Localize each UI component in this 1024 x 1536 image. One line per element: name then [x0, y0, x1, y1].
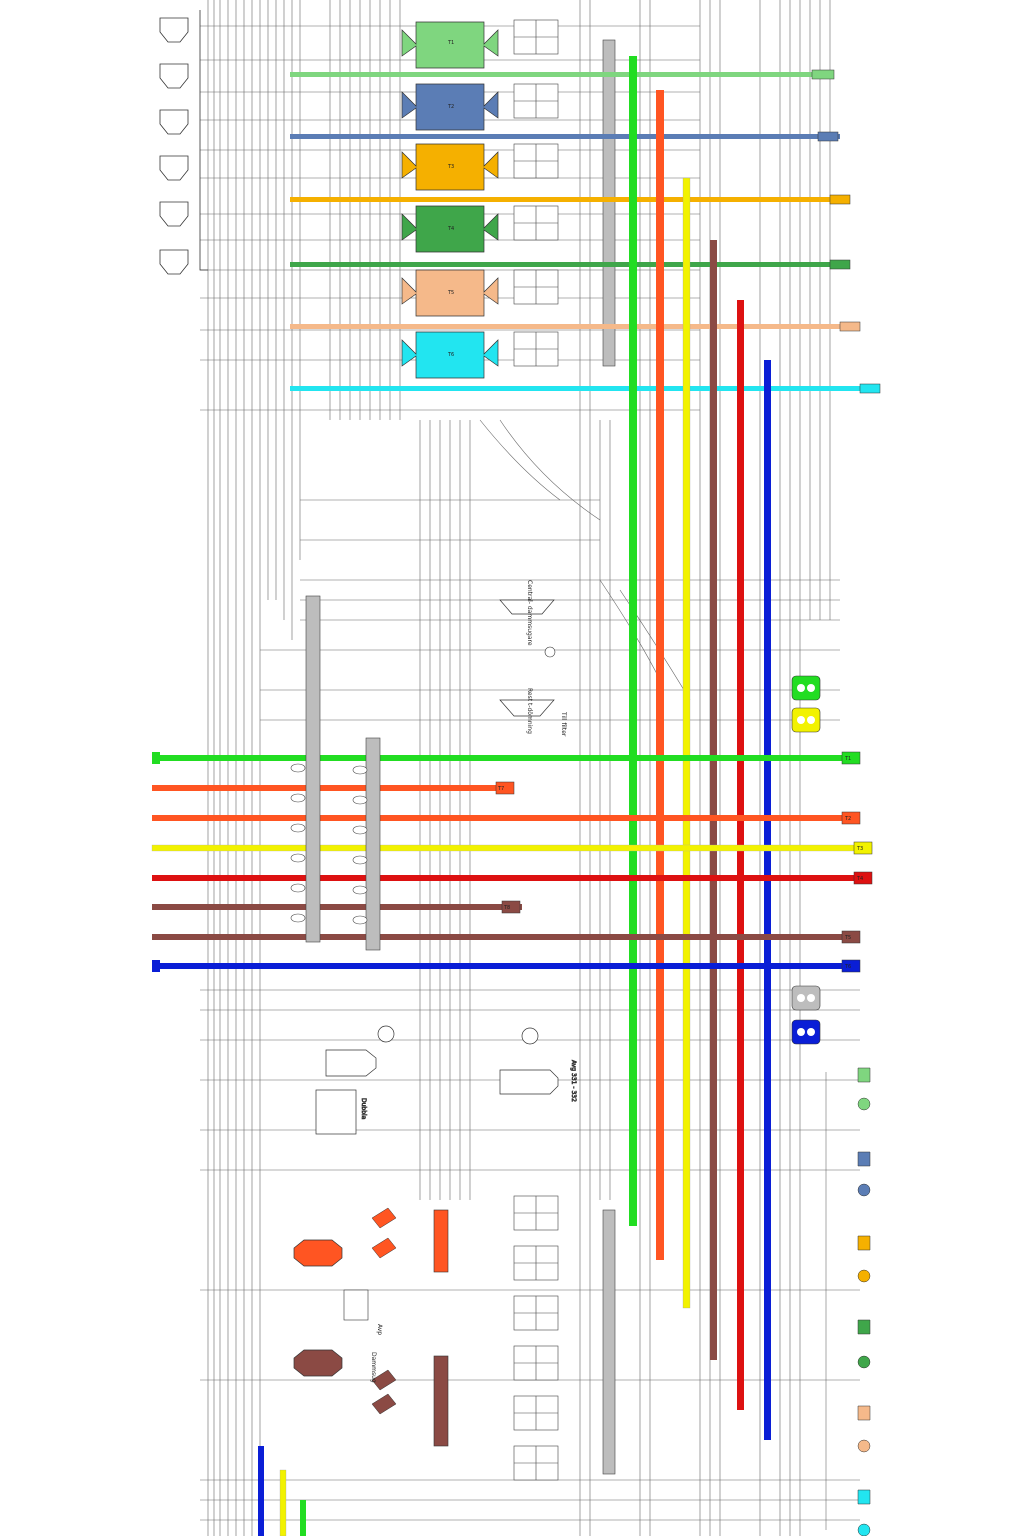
rest-unit-label: Rest t-dömning: [526, 688, 533, 734]
machine-t4-label: T4: [447, 226, 454, 232]
wiring: [200, 0, 860, 1536]
avg-label: Avg 331 - 332: [570, 1060, 577, 1102]
central-vacuum-label: Central- dammsugare: [526, 580, 533, 646]
line-tag-3: T3: [856, 846, 863, 852]
machine-t6-label: T6: [447, 352, 454, 358]
line-tag-8: T8: [503, 905, 510, 911]
line-tags-mid: [290, 763, 368, 925]
pipes-horizontal-top: [290, 69, 881, 394]
machine-t5[interactable]: T5: [401, 269, 499, 317]
line-tag-4: T4: [856, 876, 863, 882]
silo-boxes-top: [513, 19, 559, 367]
line-tag-5: T5: [844, 935, 851, 941]
air-label: Avp: [376, 1324, 383, 1335]
line-tag-1: T1: [844, 756, 851, 762]
fans-mid-right: [791, 675, 821, 1045]
machine-t5-label: T5: [447, 290, 454, 296]
machine-t4[interactable]: T4: [401, 205, 499, 253]
filter-units: Dubbla Avg 331 - 332: [315, 1025, 577, 1135]
line-tag-2: T2: [844, 816, 851, 822]
conduits-horizontal-mid: [151, 751, 873, 973]
line-tag-7: T7: [497, 786, 504, 792]
machine-brown[interactable]: [293, 1349, 343, 1377]
silo-boxes-lower: [513, 1195, 559, 1481]
machine-t2[interactable]: T2: [401, 83, 499, 131]
machine-t1-label: T1: [447, 40, 454, 46]
machine-t2-label: T2: [447, 104, 454, 110]
bus-top: [602, 39, 616, 367]
hopper-column: [159, 10, 208, 275]
rest-unit: Rest t-dömning Till filter: [499, 688, 567, 737]
legend-stubs: [258, 1446, 306, 1536]
line-tag-6: T6: [844, 964, 851, 970]
machines-lower: Avp Dammsug: [293, 1207, 449, 1447]
right-icons-lower: [825, 1067, 871, 1536]
bus-mid-1: [305, 595, 321, 943]
machine-row-top: T1 T2 T3 T4 T5 T6: [401, 21, 499, 379]
bus-lower: [602, 1209, 616, 1475]
till-filter-label: Till filter: [560, 711, 567, 737]
dammsug-label: Dammsug: [370, 1352, 377, 1383]
central-vacuum: Central- dammsugare: [499, 580, 556, 658]
machine-t3-label: T3: [447, 164, 454, 170]
conduits-vertical: [629, 56, 771, 1440]
unit-label: Dubbla: [360, 1098, 367, 1120]
machine-t6[interactable]: T6: [401, 331, 499, 379]
machine-orange[interactable]: [293, 1239, 343, 1267]
line-tag-labels: T1 T2 T3 T4 T5 T6 T7 T8: [497, 756, 863, 970]
machine-t3[interactable]: T3: [401, 143, 499, 191]
bus-mid-2: [365, 737, 381, 951]
machine-t1[interactable]: T1: [401, 21, 499, 69]
